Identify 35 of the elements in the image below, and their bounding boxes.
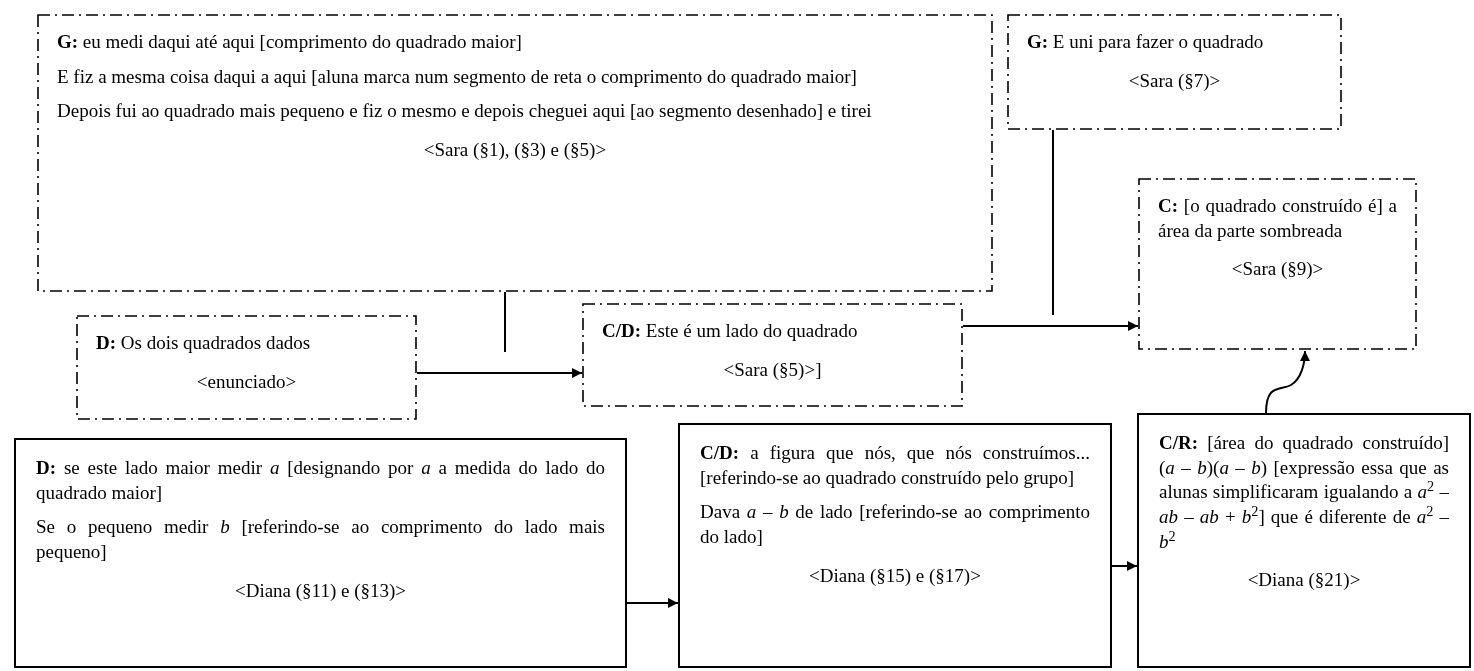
source-citation: <enunciado> [195, 369, 298, 394]
argument-text: D: se este lado maior medir a [designando por a a medida do lado do quadrado maior] [36, 456, 605, 505]
dashed-box [1007, 14, 1342, 130]
text-box [678, 423, 1112, 668]
arrow [626, 598, 679, 608]
argument-text: C/R: [área do quadrado construído] (a – b)(a – b) [expressão essa que as alunas simplificaram igualando a a$^{2}$ – ab – ab + b$^{2}$] que é diferente de a$^{2}$ – b$^{2}$ [1159, 431, 1449, 554]
arrow [1265, 350, 1310, 414]
source-citation: <Sara (§5)>] [722, 357, 823, 382]
arrow [1111, 561, 1138, 571]
argument-text: E fiz a mesma coisa daqui a aqui [aluna marca num segmento de reta o comprimento do quadrado maior] [57, 64, 858, 89]
text-box [14, 438, 627, 668]
dashed-box [76, 315, 417, 420]
text-box [1137, 413, 1471, 668]
argument-text: G: E uni para fazer o quadrado [1027, 30, 1265, 54]
source-citation: <Diana (§15) e (§17)> [808, 563, 982, 588]
argument-text: Depois fui ao quadrado mais pequeno e fiz o mesmo e depois cheguei aqui [ao segmento desenhado] e tirei [57, 99, 873, 124]
argument-text: D: Os dois quadrados dados [96, 331, 312, 355]
connector-line [504, 291, 506, 353]
source-citation: <Sara (§9)> [1230, 257, 1325, 282]
connector-line [1052, 129, 1054, 316]
source-citation: <Diana (§21)> [1246, 568, 1362, 593]
argument-text: C: [o quadrado construído é] a área da parte sombreada [1158, 194, 1397, 243]
source-citation: <Diana (§11) e (§13)> [233, 578, 408, 603]
dashed-box [1138, 178, 1417, 350]
source-citation: <Sara (§7)> [1127, 68, 1222, 93]
dashed-box [37, 14, 993, 292]
arrow [416, 368, 583, 378]
argument-text: Dava a – b de lado [referindo-se ao comprimento do lado] [700, 500, 1090, 550]
argument-text: C/D: a figura que nós, que nós construímos... [referindo-se ao quadrado construído pelo grupo] [700, 441, 1090, 490]
source-citation: <Sara (§1), (§3) e (§5)> [422, 138, 608, 163]
argument-text: G: eu medi daqui até aqui [comprimento do quadrado maior] [57, 30, 523, 54]
argument-text: C/D: Este é um lado do quadrado [602, 319, 859, 343]
arrow [962, 321, 1139, 331]
argument-text: Se o pequeno medir b [referindo-se ao comprimento do lado mais pequeno] [36, 515, 605, 565]
dashed-box [582, 303, 963, 407]
